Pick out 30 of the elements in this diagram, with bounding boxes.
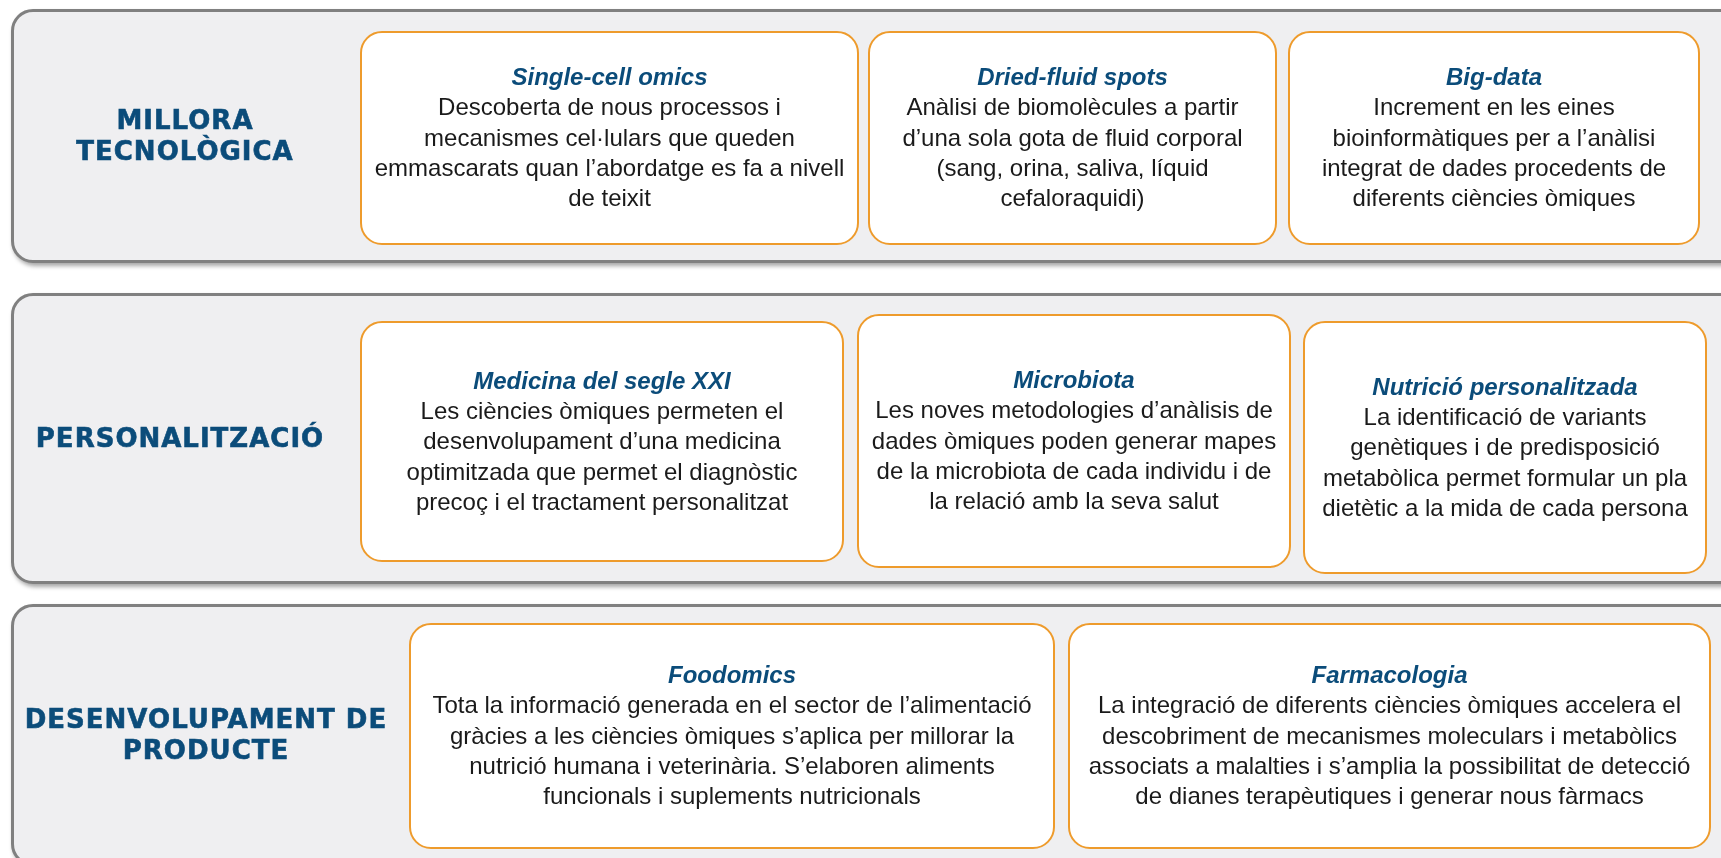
card-text: Anàlisi de biomolècules a partir d’una sola gota de fluid corporal (sang, orina, saliva, líquid cefaloraquidi) [901, 92, 1244, 214]
category-band [11, 9, 1721, 263]
card-text: Increment en les eines bioinformàtiques per a l’anàlisi integrat de dades procedents de diferents ciències òmiques [1320, 92, 1668, 214]
card-heading: Single-cell omics [511, 62, 708, 93]
card-heading: Big-data [1446, 62, 1542, 93]
card-heading: Microbiota [1013, 365, 1135, 396]
card-text: Les ciències òmiques permeten el desenvolupament d’una medicina optimitzada que permet el diagnòstic precoç i el tractament personalitzat [405, 395, 799, 517]
band-title: PERSONALITZACIÓ [35, 422, 325, 455]
info-card [857, 314, 1291, 568]
card-heading: Nutrició personalitzada [1372, 371, 1638, 402]
card-text: Tota la informació generada en el sector de l’alimentació gràcies a les ciències òmiques s’aplica per millorar la nutrició humana i veterinària. S’elaboren aliments funcionals i suplements nutricionals [431, 690, 1033, 812]
info-card [360, 31, 859, 245]
info-card [360, 321, 844, 562]
card-text: La integració de diferents ciències òmiques accelera el descobriment de mecanismes moleculars i metabòlics associats a malalties i s’amplia la possibilitat de detecció de dianes terapèutiques i generar nous fàrmacs [1087, 690, 1692, 812]
info-card [1288, 31, 1700, 245]
info-card [409, 623, 1055, 849]
card-heading: Medicina del segle XXI [473, 365, 731, 396]
band-title: DESENVOLUPAMENT DE PRODUCTE [23, 703, 389, 767]
info-card [1068, 623, 1711, 849]
card-text: Descoberta de nous processos i mecanismes cel·lulars que queden emmascarats quan l’abordatge es fa a nivell de teixit [373, 92, 846, 214]
category-band [11, 604, 1721, 858]
band-title: MILLORA TECNOLÒGICA [75, 104, 295, 168]
info-card [868, 31, 1277, 245]
card-text: La identificació de variants genètiques i de predisposició metabòlica permet formular un pla dietètic a la mida de cada persona [1321, 401, 1689, 523]
info-card [1303, 321, 1707, 574]
card-text: Les noves metodologies d’anàlisis de dades òmiques poden generar mapes de la microbiota de cada individu i de la relació amb la seva salut [870, 395, 1278, 517]
card-heading: Foodomics [668, 660, 796, 691]
card-heading: Farmacologia [1311, 660, 1468, 691]
category-band [11, 293, 1721, 584]
card-heading: Dried-fluid spots [977, 62, 1168, 93]
